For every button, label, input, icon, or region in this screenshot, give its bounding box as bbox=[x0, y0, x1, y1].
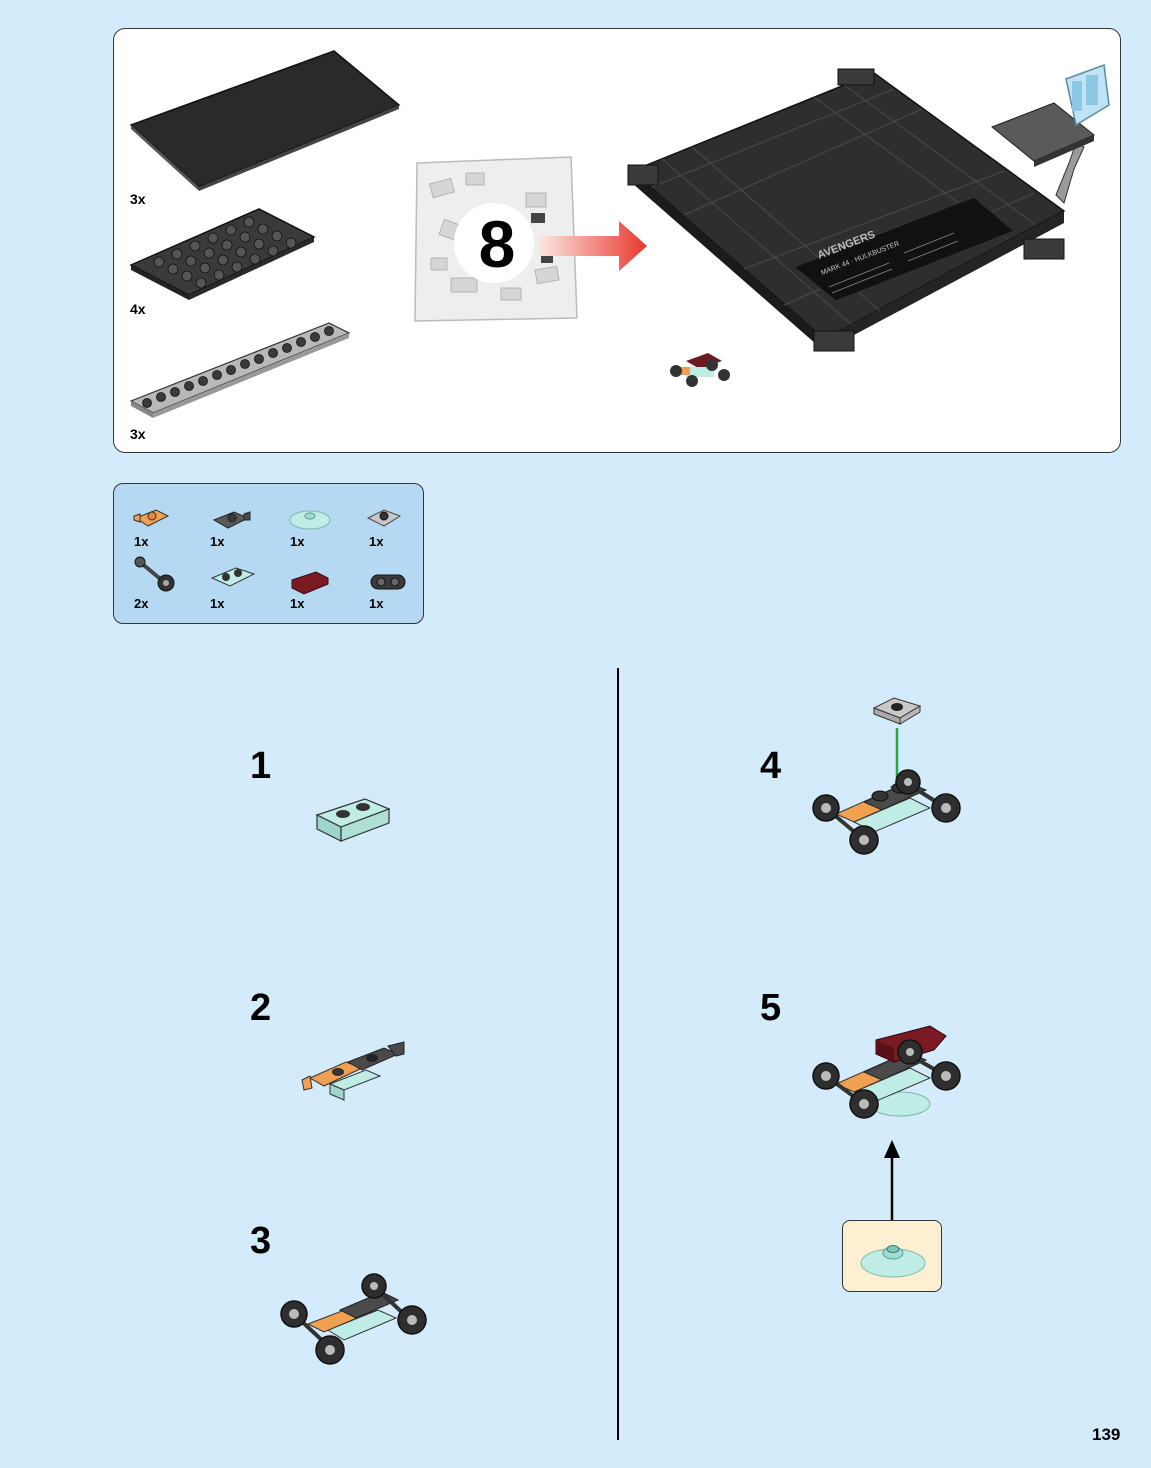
part-qty-5: 2x bbox=[134, 596, 148, 611]
step-number-4: 4 bbox=[760, 747, 781, 785]
black-plate-large-image bbox=[129, 49, 404, 189]
step-5-image bbox=[810, 1020, 964, 1122]
part-trans-plate-icon bbox=[208, 566, 258, 590]
step-number-1: 1 bbox=[250, 747, 271, 785]
part-qty-4: 1x bbox=[369, 534, 383, 549]
part-callout-box bbox=[842, 1220, 942, 1292]
studded-plate-image bbox=[129, 207, 319, 302]
part-light-gray-plate-icon bbox=[366, 506, 402, 530]
black-up-arrow-icon bbox=[882, 1140, 902, 1222]
small-vehicle-image bbox=[666, 347, 734, 389]
part-qty-1: 1x bbox=[134, 534, 148, 549]
step-1-image bbox=[315, 795, 391, 845]
part-trans-dish-icon bbox=[288, 506, 332, 530]
step-number-5: 5 bbox=[760, 989, 781, 1027]
part-qty-7: 1x bbox=[290, 596, 304, 611]
part-dark-gray-round-plate-icon bbox=[368, 570, 408, 594]
step-number-2: 2 bbox=[250, 989, 271, 1027]
parts-list-panel: 1x 1x 1x 1x 2x 1x 1x 1x bbox=[113, 483, 424, 624]
part-orange-plate-clip-icon bbox=[132, 506, 172, 530]
bag-number: 8 bbox=[467, 207, 527, 281]
quantity-long-plate: 3x bbox=[130, 426, 146, 442]
step-number-3: 3 bbox=[250, 1222, 271, 1260]
page-number: 139 bbox=[1092, 1425, 1120, 1445]
part-qty-8: 1x bbox=[369, 596, 383, 611]
step-2-image bbox=[300, 1040, 406, 1108]
part-qty-2: 1x bbox=[210, 534, 224, 549]
part-dark-gray-plate-clip-icon bbox=[210, 506, 252, 530]
part-qty-3: 1x bbox=[290, 534, 304, 549]
completed-display-stand-image: AVENGERS MARK 44 · HULKBUSTER bbox=[624, 43, 1114, 353]
part-qty-6: 1x bbox=[210, 596, 224, 611]
quantity-studded-plate: 4x bbox=[130, 301, 146, 317]
step-4-image bbox=[810, 690, 964, 858]
overview-panel: 3x 4x 3x + bbox=[113, 28, 1121, 453]
long-gray-plate-image bbox=[129, 321, 354, 421]
part-wheel-axle-icon bbox=[132, 556, 176, 592]
quantity-large-plate: 3x bbox=[130, 191, 146, 207]
column-divider bbox=[617, 668, 619, 1440]
part-dark-red-slope-icon bbox=[288, 570, 332, 596]
trans-dish-callout-image bbox=[857, 1231, 929, 1281]
step-3-image bbox=[278, 1272, 430, 1372]
